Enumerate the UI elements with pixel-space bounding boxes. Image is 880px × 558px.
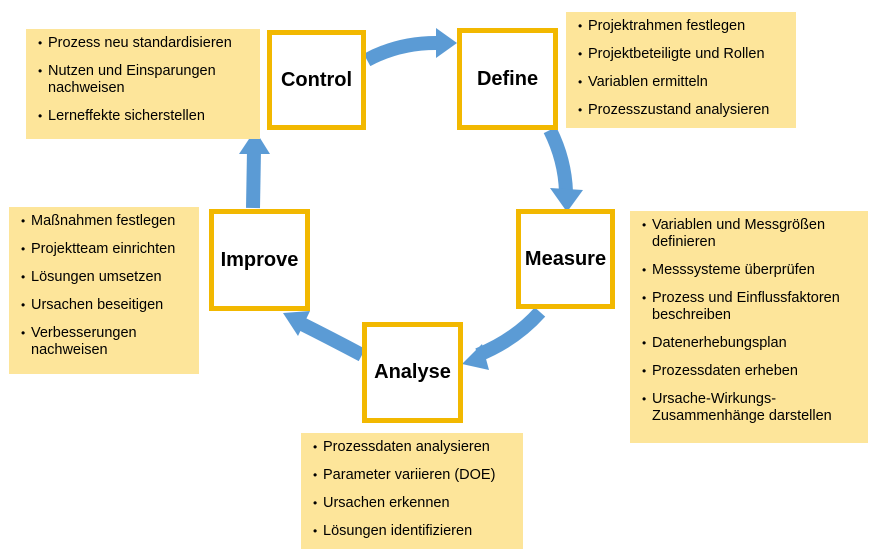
note-item: Prozessdaten erheben	[642, 363, 858, 380]
note-item: Ursachen erkennen	[313, 495, 513, 512]
note-item: Ursache-Wirkungs-Zusammenhänge darstelle…	[642, 391, 852, 425]
phase-measure: Measure	[516, 209, 615, 309]
note-item: Variablen und Messgrößen definieren	[642, 217, 852, 251]
note-item: Datenerhebungsplan	[642, 335, 858, 352]
arrow-analyse-to-improve	[296, 316, 366, 362]
note-item: Verbesserungen nachweisen	[21, 325, 171, 359]
note-item: Projektrahmen festlegen	[578, 18, 786, 35]
phase-define-label: Define	[476, 67, 539, 90]
note-item: Prozesszustand analysieren	[578, 102, 786, 119]
phase-control: Control	[267, 30, 366, 130]
note-item: Lösungen identifizieren	[313, 523, 513, 540]
note-item: Ursachen beseitigen	[21, 297, 189, 314]
note-item: Prozess und Einflussfaktoren beschreiben	[642, 290, 867, 324]
note-control: Prozess neu standardisieren Nutzen und E…	[26, 29, 260, 139]
note-item: Parameter variieren (DOE)	[313, 467, 513, 484]
phase-improve-label: Improve	[220, 248, 299, 271]
arrowhead-define	[436, 28, 457, 58]
note-item: Prozess neu standardisieren	[38, 35, 250, 52]
phase-improve: Improve	[209, 209, 310, 311]
arrow-control-to-define	[363, 35, 441, 67]
arrowhead-control	[239, 130, 270, 154]
arrowhead-improve	[283, 311, 310, 336]
note-item: Nutzen und Einsparungen nachweisen	[38, 63, 238, 97]
phase-measure-label: Measure	[524, 247, 607, 270]
arrow-improve-to-control	[246, 149, 261, 209]
phase-define: Define	[457, 28, 558, 130]
note-item: Lerneffekte sicherstellen	[38, 108, 250, 125]
note-define: Projektrahmen festlegen Projektbeteiligt…	[566, 12, 796, 128]
phase-analyse: Analyse	[362, 322, 463, 423]
arrow-measure-to-analyse	[475, 307, 546, 362]
phase-control-label: Control	[280, 68, 353, 91]
phase-analyse-label: Analyse	[374, 361, 451, 383]
note-measure: Variablen und Messgrößen definieren Mess…	[630, 211, 868, 443]
note-improve: Maßnahmen festlegen Projektteam einricht…	[9, 207, 199, 374]
note-item: Messsysteme überprüfen	[642, 262, 858, 279]
note-item: Variablen ermitteln	[578, 74, 786, 91]
arrow-define-to-measure	[543, 126, 573, 193]
note-analyse: Prozessdaten analysieren Parameter varii…	[301, 433, 523, 549]
note-item: Prozessdaten analysieren	[313, 439, 513, 456]
note-item: Lösungen umsetzen	[21, 269, 189, 286]
note-item: Projektteam einrichten	[21, 241, 189, 258]
arrowhead-measure	[550, 188, 583, 212]
arrowhead-analyse	[462, 344, 489, 370]
note-item: Projektbeteiligte und Rollen	[578, 46, 786, 63]
note-item: Maßnahmen festlegen	[21, 213, 189, 230]
